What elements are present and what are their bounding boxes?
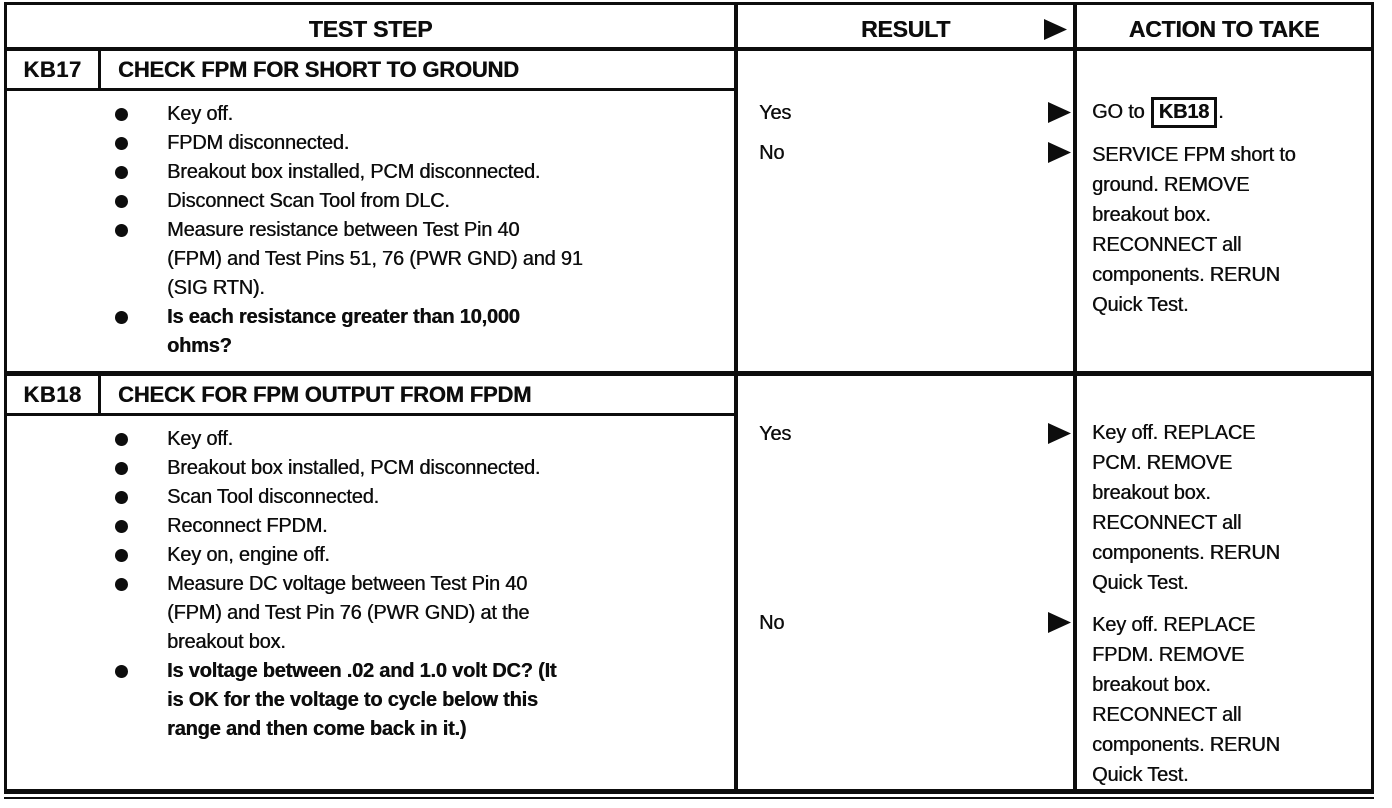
step-text: Reconnect FPDM. [167,515,328,537]
bullet-icon [115,578,128,591]
result-arrow-icon [1048,102,1071,123]
result-arrow-icon [1048,423,1071,444]
result-label-yes: Yes [759,102,792,124]
bullet-icon [115,491,128,504]
kb18-test-step-cell: KB18 CHECK FOR FPM OUTPUT FROM FPDM Key … [7,376,738,790]
kb18-step-title: CHECK FOR FPM OUTPUT FROM FPDM [118,381,532,407]
result-label-no: No [759,142,785,164]
bullet-icon [115,224,128,237]
step-text: Key off. [167,103,233,125]
kb18-action-cell: Key off. REPLACE PCM. REMOVE breakout bo… [1077,376,1371,790]
result-label-yes: Yes [759,423,792,445]
kb18-title-row: KB18 CHECK FOR FPM OUTPUT FROM FPDM [7,376,734,416]
step-text: Key on, engine off. [167,544,330,566]
pinpoint-test-table: TEST STEP RESULT ACTION TO TAKE KB17 CHE… [4,2,1374,799]
kb18-step-reference: KB18 [1150,97,1218,128]
bullet-icon [115,433,128,446]
bullet-icon [115,549,128,562]
step-text: FPDM disconnected. [167,132,350,154]
result-arrow-icon [1044,19,1067,40]
action-no-text: SERVICE FPM short to ground. REMOVE brea… [1092,144,1296,316]
step-text: Disconnect Scan Tool from DLC. [167,190,450,212]
header-cell-test-step: TEST STEP [7,5,738,47]
header-cell-result: RESULT [738,5,1077,47]
list-item-question: Is voltage between .02 and 1.0 volt DC? … [115,657,714,744]
step-text: Breakout box installed, PCM disconnected… [167,161,541,183]
test-step-header-label: TEST STEP [308,15,433,42]
kb17-step-title: CHECK FPM FOR SHORT TO GROUND [118,56,519,82]
step-text: Measure DC voltage between Test Pin 40 (… [167,573,530,653]
bullet-icon [115,166,128,179]
result-row-no: No [738,140,1073,166]
kb17-result-cell: Yes No [738,51,1077,371]
bullet-icon [115,665,128,678]
list-item: Measure DC voltage between Test Pin 40 (… [115,570,714,657]
kb17-step-id: KB17 [7,51,101,88]
list-item: Key off. [115,425,714,454]
test-section-kb18: KB18 CHECK FOR FPM OUTPUT FROM FPDM Key … [7,371,1371,790]
kb17-test-step-cell: KB17 CHECK FPM FOR SHORT TO GROUND Key o… [7,51,738,371]
result-arrow-icon [1048,612,1071,633]
result-row-yes: Yes [738,421,1073,447]
step-text: Key off. [167,428,233,450]
list-item: Disconnect Scan Tool from DLC. [115,187,714,216]
table-header-row: TEST STEP RESULT ACTION TO TAKE [7,5,1371,51]
bullet-icon [115,520,128,533]
action-suffix: . [1218,101,1224,123]
list-item-question: Is each resistance greater than 10,000 o… [115,303,714,361]
list-item: Scan Tool disconnected. [115,483,714,512]
list-item: Breakout box installed, PCM disconnected… [115,158,714,187]
result-row-no: No [738,610,1073,636]
action-header-label: ACTION TO TAKE [1128,15,1320,42]
result-label-no: No [759,612,785,634]
list-item: Breakout box installed, PCM disconnected… [115,454,714,483]
result-row-yes: Yes [738,100,1073,126]
result-header-label: RESULT [860,15,951,42]
header-cell-action: ACTION TO TAKE [1077,5,1371,47]
bullet-icon [115,108,128,121]
kb18-step-list: Key off. Breakout box installed, PCM dis… [7,416,734,744]
result-arrow-icon [1048,142,1071,163]
test-section-kb17: KB17 CHECK FPM FOR SHORT TO GROUND Key o… [7,51,1371,371]
step-question-text: Is each resistance greater than 10,000 o… [167,306,520,357]
bullet-icon [115,311,128,324]
bullet-icon [115,462,128,475]
kb17-action-cell: GO to KB18. SERVICE FPM short to ground.… [1077,51,1371,371]
kb18-result-cell: Yes No [738,376,1077,790]
list-item: Measure resistance between Test Pin 40 (… [115,216,714,303]
step-question-text: Is voltage between .02 and 1.0 volt DC? … [167,660,557,740]
list-item: FPDM disconnected. [115,129,714,158]
action-yes-text: GO to KB18. [1092,97,1361,128]
list-item: Key off. [115,100,714,129]
step-text: Breakout box installed, PCM disconnected… [167,457,541,479]
step-text: Scan Tool disconnected. [167,486,379,508]
action-no-text: Key off. REPLACE FPDM. REMOVE breakout b… [1092,614,1280,786]
kb18-step-id: KB18 [7,376,101,413]
kb17-step-list: Key off. FPDM disconnected. Breakout box… [7,91,734,361]
action-yes-text: Key off. REPLACE PCM. REMOVE breakout bo… [1092,422,1280,594]
action-prefix: GO to [1092,101,1150,123]
bullet-icon [115,195,128,208]
list-item: Reconnect FPDM. [115,512,714,541]
kb17-title-row: KB17 CHECK FPM FOR SHORT TO GROUND [7,51,734,91]
step-text: Measure resistance between Test Pin 40 (… [167,219,583,299]
list-item: Key on, engine off. [115,541,714,570]
bullet-icon [115,137,128,150]
